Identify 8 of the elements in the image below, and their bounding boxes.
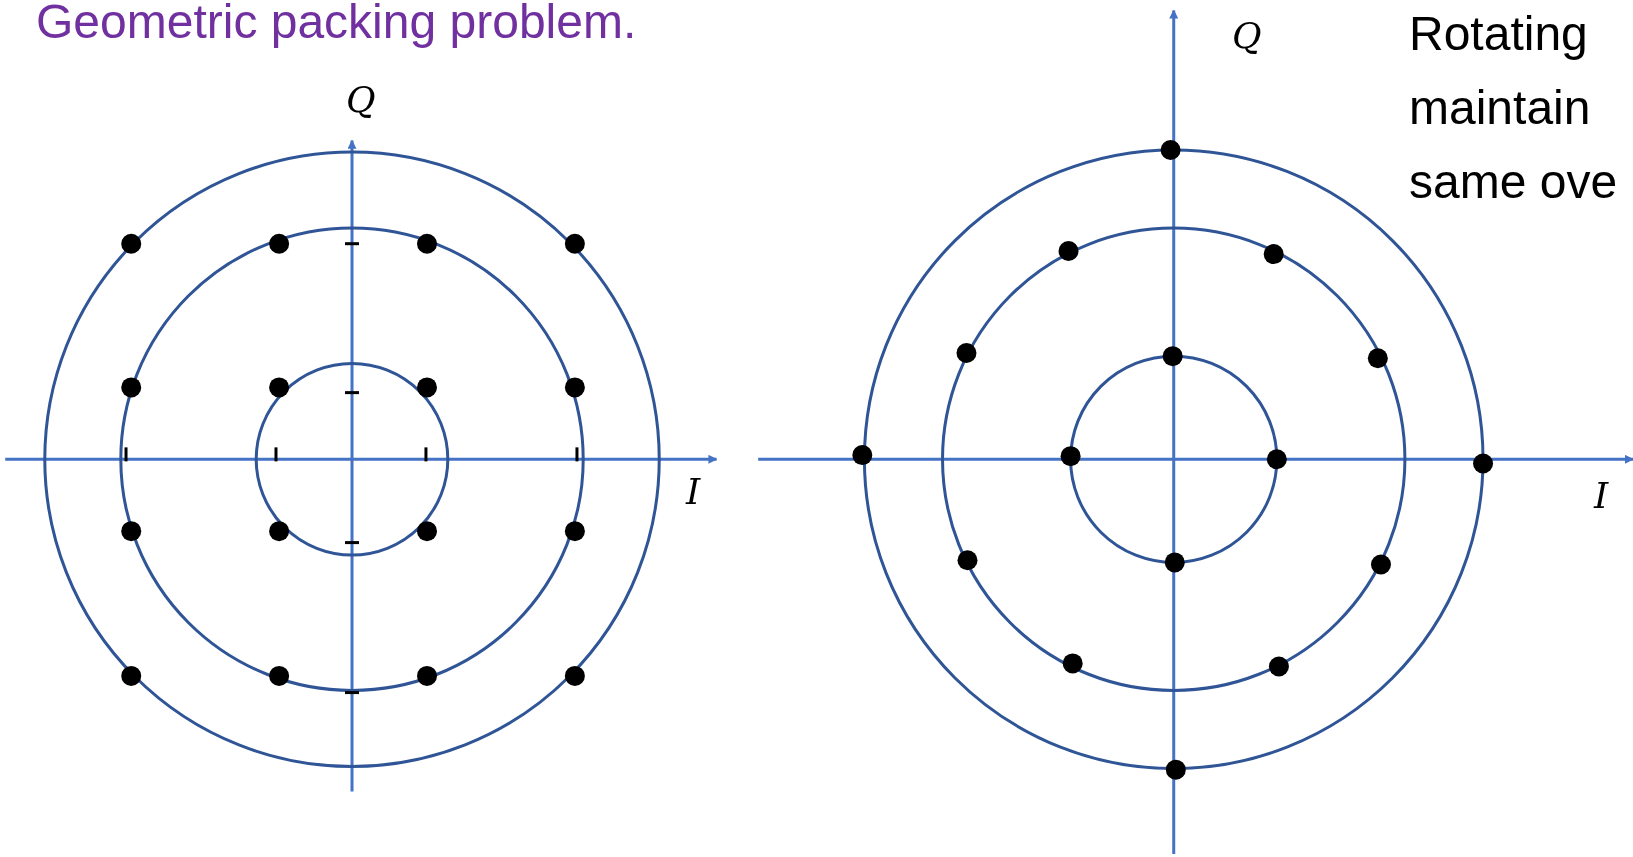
body-text: Rotating [1409,10,1588,58]
body-text: maintain [1409,84,1591,132]
axis-label: Q [346,82,376,118]
axis-label: I [686,474,701,510]
body-text: same ove [1409,158,1618,206]
slide-title: Geometric packing problem. [36,0,637,46]
axis-label: Q [1232,18,1262,54]
axis-label: I [1594,478,1609,514]
